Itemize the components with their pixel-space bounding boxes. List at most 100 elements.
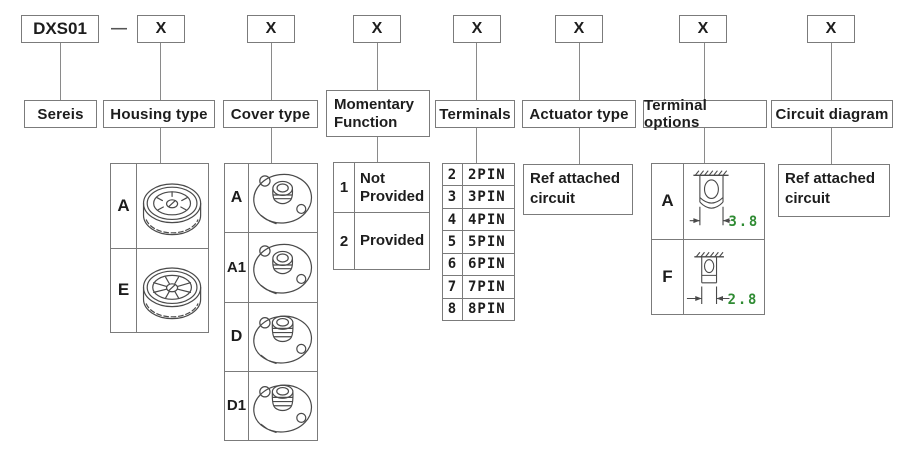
table-row: 7 7PIN [443, 275, 514, 298]
terminal-code: 2 [443, 164, 463, 186]
connector-line [831, 128, 832, 164]
label-actuator-type: Actuator type [522, 100, 636, 128]
housing-e-figure [137, 249, 208, 333]
table-row: E [111, 247, 208, 333]
label-housing-type: Housing type [103, 100, 215, 128]
cover-code: D1 [225, 371, 249, 440]
connector-line [579, 43, 580, 100]
dimension-label: 3.8 [728, 215, 759, 231]
connector-line [476, 43, 477, 100]
terminal-code: 4 [443, 208, 463, 231]
terminal-value: 2PIN [468, 166, 506, 183]
cover-type-table: A A1 D D1 [224, 163, 318, 441]
cover-drawing [250, 170, 316, 228]
housing-code: E [111, 248, 137, 332]
label-terminals: Terminals [435, 100, 515, 128]
terminal-code: 8 [443, 298, 463, 320]
table-row: A [111, 164, 208, 248]
terminal-drawing: 2.8 [685, 251, 758, 308]
table-row: A 3.8 [652, 164, 764, 239]
table-row: D1 [225, 370, 317, 440]
connector-line [579, 128, 580, 164]
table-row: F 2.8 [652, 238, 764, 315]
table-row: 5 5PIN [443, 230, 514, 253]
connector-line [476, 128, 477, 163]
label-cover-type: Cover type [223, 100, 318, 128]
series-code-box: DXS01 [21, 15, 99, 43]
cover-code: A [225, 164, 249, 233]
x-placeholder-terminal-options: X [679, 15, 727, 43]
momentary-code: 1 [334, 163, 355, 212]
cover-a1-figure [249, 233, 317, 301]
housing-type-table: A E [110, 163, 209, 333]
terminal-value: 6PIN [468, 256, 506, 273]
table-row: 6 6PIN [443, 252, 514, 276]
dimension-label: 2.8 [727, 292, 758, 308]
housing-a-figure [137, 164, 208, 248]
table-row: A1 [225, 232, 317, 302]
connector-line [271, 128, 272, 163]
connector-line [377, 43, 378, 90]
label-momentary-function: Momentary Function [326, 90, 430, 137]
terminals-table: 2 2PIN 3 3PIN 4 4PIN 5 5PIN 6 6PIN 7 7PI… [442, 163, 515, 321]
terminal-value: 4PIN [468, 211, 506, 228]
table-row: 2 Provided [334, 212, 429, 269]
terminal-value: 8PIN [468, 301, 506, 318]
cover-drawing [250, 312, 316, 367]
terminal-option-code: F [652, 239, 684, 314]
terminal-option-a-figure: 3.8 [684, 164, 764, 239]
connector-line [704, 43, 705, 100]
terminal-code: 3 [443, 186, 463, 208]
terminal-value: 5PIN [468, 233, 506, 250]
terminal-option-f-figure: 2.8 [684, 240, 764, 315]
table-row: 2 2PIN [443, 164, 514, 186]
actuator-note: Ref attached circuit [523, 164, 633, 215]
cover-drawing [250, 240, 316, 297]
circuit-note: Ref attached circuit [778, 164, 890, 217]
table-row: 8 8PIN [443, 297, 514, 320]
connector-line [160, 128, 161, 163]
connector-line [271, 43, 272, 100]
terminal-code: 7 [443, 276, 463, 298]
x-placeholder-momentary: X [353, 15, 401, 43]
momentary-code: 2 [334, 213, 355, 269]
table-row: D [225, 301, 317, 371]
terminal-option-code: A [652, 164, 684, 239]
connector-line [377, 137, 378, 162]
terminal-options-table: A 3.8 F 2.8 [651, 163, 765, 315]
terminal-code: 5 [443, 231, 463, 253]
momentary-value: Provided [360, 232, 425, 250]
x-placeholder-cover: X [247, 15, 295, 43]
cover-drawing [250, 381, 316, 436]
terminal-value: 3PIN [468, 189, 506, 206]
table-row: A [225, 164, 317, 233]
separator-dash: — [111, 20, 127, 37]
terminal-code: 6 [443, 253, 463, 276]
cover-code: A1 [225, 233, 249, 302]
housing-drawing [143, 183, 202, 235]
momentary-value: Not Provided [360, 170, 425, 205]
housing-code: A [111, 164, 137, 248]
cover-code: D [225, 302, 249, 371]
x-placeholder-housing: X [137, 15, 185, 43]
connector-line [831, 43, 832, 100]
cover-a-figure [249, 164, 317, 232]
x-placeholder-terminals: X [453, 15, 501, 43]
housing-drawing [143, 267, 202, 320]
label-series: Sereis [24, 100, 97, 128]
x-placeholder-actuator: X [555, 15, 603, 43]
table-row: 3 3PIN [443, 185, 514, 208]
label-terminal-options: Terminal options [643, 97, 767, 131]
x-placeholder-circuit: X [807, 15, 855, 43]
connector-line [160, 43, 161, 100]
connector-line [704, 128, 705, 163]
connector-line [60, 43, 61, 100]
cover-d1-figure [249, 372, 317, 440]
label-circuit-diagram: Circuit diagram [771, 100, 893, 128]
terminal-drawing: 3.8 [688, 170, 759, 231]
table-row: 4 4PIN [443, 207, 514, 231]
table-row: 1 Not Provided [334, 163, 429, 212]
terminal-value: 7PIN [468, 278, 506, 295]
cover-d-figure [249, 303, 317, 371]
